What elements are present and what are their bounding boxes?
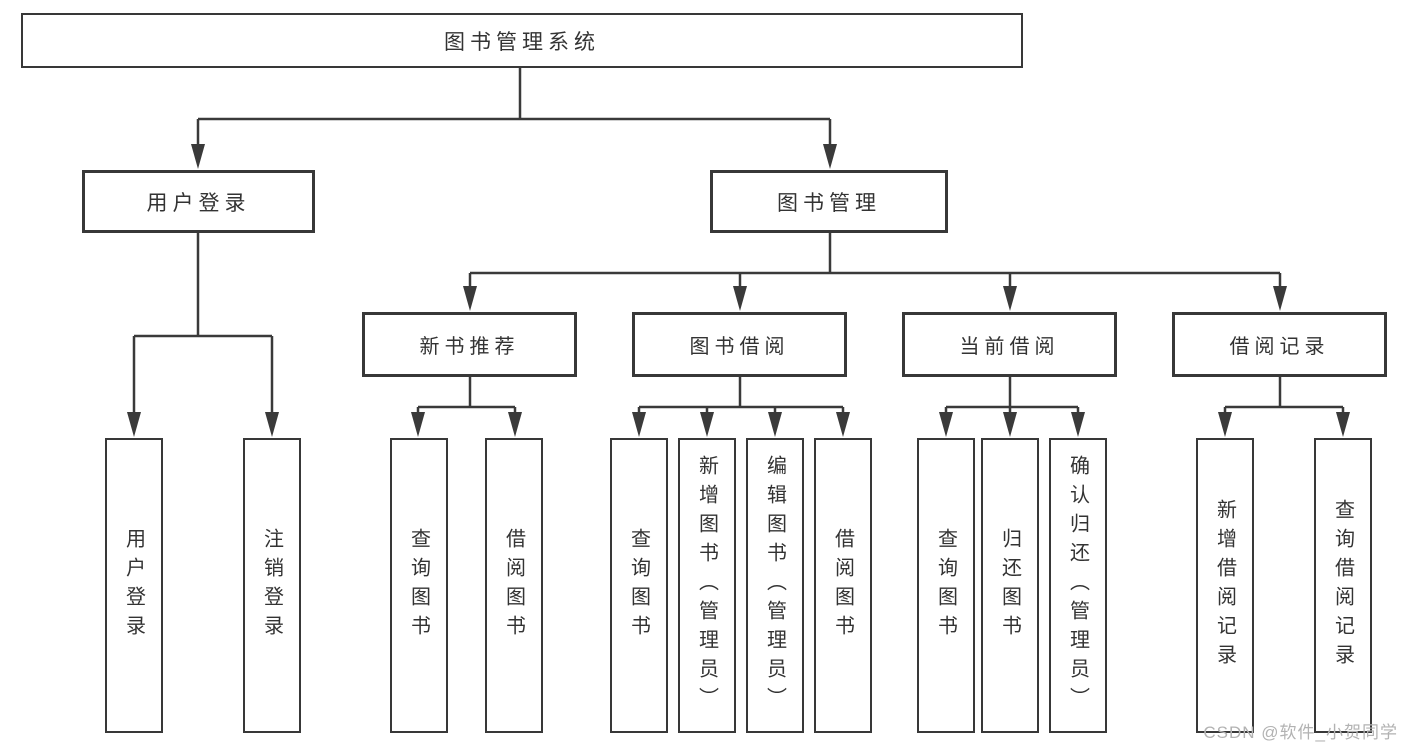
node-label: 图书借阅 [689, 336, 790, 358]
arrowhead-icon [700, 412, 714, 437]
node-label: 查询图书 [627, 527, 650, 644]
node-book-management: 图书管理 [710, 170, 948, 233]
arrowhead-icon [265, 412, 279, 437]
arrowhead-icon [1003, 412, 1017, 437]
arrowhead-icon [1003, 286, 1017, 311]
node-label: 查询借阅记录 [1331, 498, 1354, 673]
node-label: 查询图书 [407, 527, 430, 644]
leaf-records-query-record: 查询借阅记录 [1314, 438, 1372, 733]
node-borrow-records: 借阅记录 [1172, 312, 1387, 377]
leaf-borrow-edit-books-admin: 编辑图书（管理员） [746, 438, 804, 733]
arrowhead-icon [1273, 286, 1287, 311]
leaf-logout: 注销登录 [243, 438, 301, 733]
arrowhead-icon [411, 412, 425, 437]
leaf-user-login: 用户登录 [105, 438, 163, 733]
node-book-borrow: 图书借阅 [632, 312, 847, 377]
leaf-recommend-borrow-books: 借阅图书 [485, 438, 543, 733]
node-label: 借阅图书 [502, 527, 525, 644]
node-label: 新增借阅记录 [1213, 498, 1236, 673]
arrowhead-icon [1336, 412, 1350, 437]
arrowhead-icon [127, 412, 141, 437]
node-user-login: 用户登录 [82, 170, 315, 233]
connector-paths [132, 68, 1345, 415]
node-current-borrow: 当前借阅 [902, 312, 1117, 377]
arrowhead-icon [733, 286, 747, 311]
arrowhead-icon [191, 144, 205, 169]
node-label: 查询图书 [934, 527, 957, 644]
csdn-watermark: CSDN @软件_小贺同学 [1203, 723, 1398, 742]
node-label: 注销登录 [260, 527, 283, 644]
arrowhead-icon [1218, 412, 1232, 437]
node-label: 归还图书 [998, 527, 1021, 644]
node-label: 确认归还（管理员） [1066, 455, 1089, 716]
arrowhead-icon [939, 412, 953, 437]
node-label: 新书推荐 [419, 336, 520, 358]
leaf-current-confirm-return-admin: 确认归还（管理员） [1049, 438, 1107, 733]
arrowhead-icon [836, 412, 850, 437]
node-label: 图书管理系统 [444, 30, 600, 54]
leaf-current-query-books: 查询图书 [917, 438, 975, 733]
node-label: 当前借阅 [959, 336, 1060, 358]
node-label: 图书管理 [777, 191, 881, 215]
node-label: 借阅记录 [1229, 336, 1330, 358]
arrowhead-icon [823, 144, 837, 169]
arrowhead-icon [463, 286, 477, 311]
node-new-book-recommend: 新书推荐 [362, 312, 577, 377]
arrowhead-icon [1071, 412, 1085, 437]
leaf-current-return-books: 归还图书 [981, 438, 1039, 733]
node-root: 图书管理系统 [21, 13, 1023, 68]
leaf-borrow-query-books: 查询图书 [610, 438, 668, 733]
node-label: 用户登录 [122, 527, 145, 644]
arrowhead-icon [632, 412, 646, 437]
node-label: 用户登录 [146, 191, 251, 215]
leaf-borrow-borrow-books: 借阅图书 [814, 438, 872, 733]
node-label: 借阅图书 [831, 527, 854, 644]
arrowhead-icon [508, 412, 522, 437]
leaf-borrow-add-books-admin: 新增图书（管理员） [678, 438, 736, 733]
node-label: 编辑图书（管理员） [763, 455, 786, 716]
leaf-recommend-query-books: 查询图书 [390, 438, 448, 733]
node-label: 新增图书（管理员） [695, 455, 718, 716]
leaf-records-add-record: 新增借阅记录 [1196, 438, 1254, 733]
arrowhead-icon [768, 412, 782, 437]
